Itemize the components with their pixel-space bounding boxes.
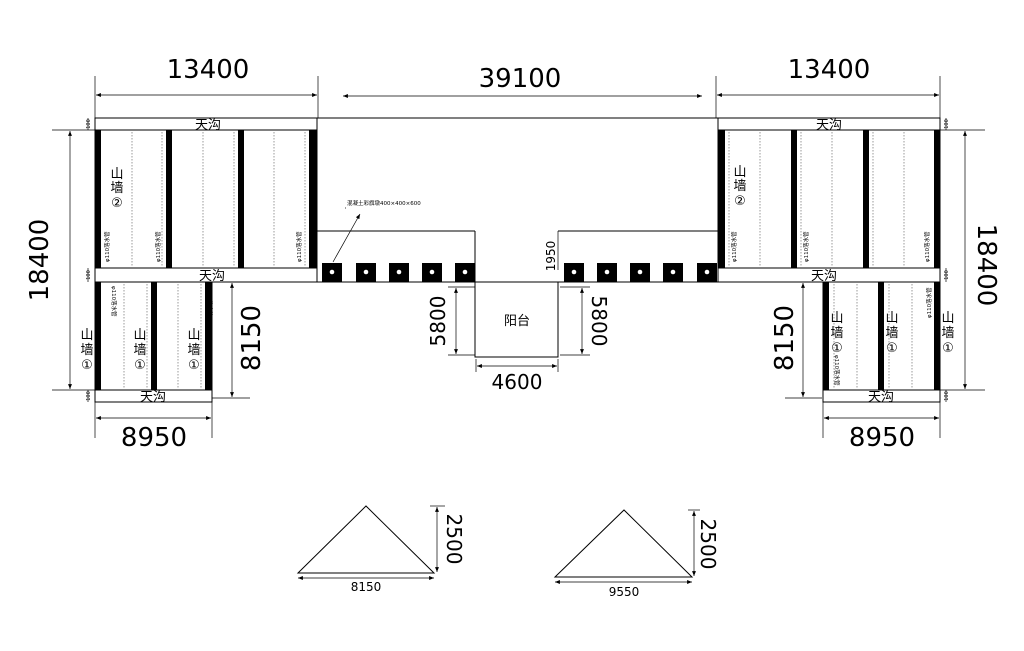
svg-text:②: ② — [734, 194, 746, 209]
gable-label-left-2: 山 墙 ① — [133, 328, 146, 373]
gable-section-1 — [296, 505, 445, 580]
svg-text:①: ① — [886, 341, 898, 356]
svg-text:墙: 墙 — [133, 343, 146, 358]
flag-piers — [322, 263, 717, 282]
svg-text:山: 山 — [187, 328, 200, 343]
left-block — [94, 117, 318, 403]
gutter-label-2: 天沟 — [199, 269, 225, 284]
gable-section-2-base: 9550 — [609, 585, 640, 599]
svg-text:φ110落水管: φ110落水管 — [103, 231, 111, 262]
dim-bottom-left: 8950 — [121, 423, 187, 453]
gable-section-1-base: 8150 — [351, 580, 382, 594]
dim-edge-3: 100 — [86, 391, 92, 401]
dim-top-center: 39100 — [479, 64, 562, 94]
right-block — [717, 117, 941, 403]
pier-note: 混凝土彩旗墩400×400×600 — [347, 199, 421, 207]
drain-pipe-notes: φ110落水管 φ110落水管 φ110落水管 φ110落水管 φ110落水管 … — [103, 231, 933, 386]
gable-section-2 — [553, 509, 700, 584]
gable-label-right-1: 山 墙 ① — [830, 311, 843, 356]
dim-edge-4: 100 — [944, 119, 950, 129]
dim-top-right: 13400 — [788, 55, 871, 85]
dim-top-left: 13400 — [167, 55, 250, 85]
svg-text:山: 山 — [885, 311, 898, 326]
gable-label-right-top: 山 墙 ② — [733, 165, 746, 209]
gable-label-right-3: 山 墙 ① — [941, 311, 954, 356]
svg-text:山: 山 — [133, 328, 146, 343]
svg-text:φ110落水管: φ110落水管 — [206, 286, 214, 317]
gutter-label-1: 天沟 — [195, 118, 221, 133]
dim-bottom-right: 8950 — [849, 423, 915, 453]
gutter-label-5: 天沟 — [811, 269, 837, 284]
svg-text:墙: 墙 — [80, 343, 93, 358]
dim-wing-left: 8150 — [237, 305, 267, 371]
svg-text:φ110落水管: φ110落水管 — [923, 231, 931, 262]
svg-text:山: 山 — [733, 165, 746, 180]
dim-balcony-right: 5800 — [587, 296, 611, 347]
dim-balcony-left: 5800 — [426, 296, 450, 347]
svg-text:②: ② — [111, 196, 123, 211]
dim-edge-2: 100 — [86, 270, 92, 280]
svg-text:φ110落水管: φ110落水管 — [833, 355, 841, 386]
gable-label-left-top: 山 墙 ② — [110, 167, 123, 211]
gable-label-right-2: 山 墙 ① — [885, 311, 898, 356]
svg-text:①: ① — [81, 358, 93, 373]
gable-label-left-3: 山 墙 ① — [187, 328, 200, 373]
svg-text:①: ① — [831, 341, 843, 356]
dim-wing-right: 8150 — [770, 305, 800, 371]
svg-text:φ110落水管: φ110落水管 — [295, 231, 303, 262]
pier-leader — [332, 213, 361, 263]
dim-edge-6: 100 — [944, 391, 950, 401]
dim-edge-5: 100 — [944, 270, 950, 280]
dim-height-right: 18400 — [971, 224, 1001, 307]
gable-label-left-1: 山 墙 ① — [80, 328, 93, 373]
center-section — [317, 117, 718, 358]
svg-text:墙: 墙 — [830, 326, 843, 341]
svg-text:φ110落水管: φ110落水管 — [154, 231, 162, 262]
svg-text:墙: 墙 — [187, 343, 200, 358]
svg-text:墙: 墙 — [110, 181, 123, 196]
dim-edge-1: 100 — [86, 119, 92, 129]
svg-text:φ110落水管: φ110落水管 — [802, 231, 810, 262]
gutter-label-3: 天沟 — [140, 390, 166, 405]
svg-text:墙: 墙 — [885, 326, 898, 341]
balcony-label: 阳台 — [504, 314, 530, 329]
svg-text:φ110落水管: φ110落水管 — [110, 286, 118, 317]
dim-step: 1950 — [544, 241, 558, 272]
svg-text:山: 山 — [941, 311, 954, 326]
gable-section-2-height: 2500 — [696, 519, 720, 570]
svg-text:φ110落水管: φ110落水管 — [925, 287, 933, 318]
svg-text:①: ① — [134, 358, 146, 373]
svg-text:①: ① — [942, 341, 954, 356]
svg-text:墙: 墙 — [941, 326, 954, 341]
svg-text:墙: 墙 — [733, 179, 746, 194]
dim-balcony-width: 4600 — [492, 370, 543, 394]
svg-text:①: ① — [188, 358, 200, 373]
svg-text:山: 山 — [830, 311, 843, 326]
gutter-label-4: 天沟 — [816, 118, 842, 133]
svg-text:φ110落水管: φ110落水管 — [730, 231, 738, 262]
svg-text:山: 山 — [110, 167, 123, 182]
svg-text:山: 山 — [80, 328, 93, 343]
gable-section-1-height: 2500 — [442, 514, 466, 565]
dim-height-left: 18400 — [25, 219, 55, 302]
gutter-label-6: 天沟 — [868, 390, 894, 405]
